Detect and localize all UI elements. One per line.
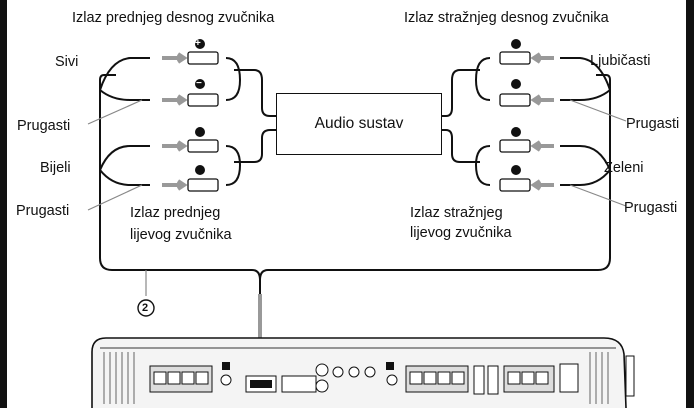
audio-system-label: Audio sustav [314, 115, 404, 132]
label-front-right-output: Izlaz prednjeg desnog zvučnika [72, 10, 275, 26]
harness-outline [99, 74, 611, 294]
wire-rear-left-to-box [442, 129, 480, 163]
audio-system-box: Audio sustav [276, 93, 442, 155]
leader-lines [87, 99, 627, 296]
label-rear-left-line2: lijevog zvučnika [410, 225, 512, 241]
plus-sign-front-right: + [195, 38, 201, 49]
label-striped-front-right: Prugasti [17, 118, 71, 134]
label-rear-right-output: Izlaz stražnjeg desnog zvučnika [404, 10, 609, 26]
connector-rear-left [474, 127, 611, 192]
label-striped-front-left: Prugasti [16, 203, 70, 219]
wire-front-right-to-box [234, 69, 276, 117]
label-rear-left-line1: Izlaz stražnjeg [410, 205, 503, 221]
wire-front-left-to-box [234, 129, 276, 163]
right-frame-bar [686, 0, 694, 408]
label-violet-wire: Ljubičasti [590, 53, 651, 69]
label-front-left-line1: Izlaz prednjeg [130, 205, 221, 221]
callout-2-badge [137, 299, 155, 317]
label-green-wire: Zeleni [604, 160, 644, 176]
amplifier-unit [91, 337, 635, 408]
minus-sign-front-right: − [196, 78, 202, 89]
label-front-left-line2: lijevog zvučnika [130, 227, 232, 243]
label-striped-rear-left: Prugasti [624, 200, 678, 216]
label-white-wire: Bijeli [40, 160, 71, 176]
connector-rear-right [474, 39, 611, 107]
label-grey-wire: Sivi [55, 54, 79, 70]
connector-front-right [99, 39, 242, 107]
left-frame-bar [0, 0, 7, 408]
callout-number: 2 [142, 302, 149, 314]
wire-rear-right-to-box [442, 69, 480, 117]
connector-front-left [99, 127, 242, 192]
label-striped-rear-right: Prugasti [626, 116, 680, 132]
